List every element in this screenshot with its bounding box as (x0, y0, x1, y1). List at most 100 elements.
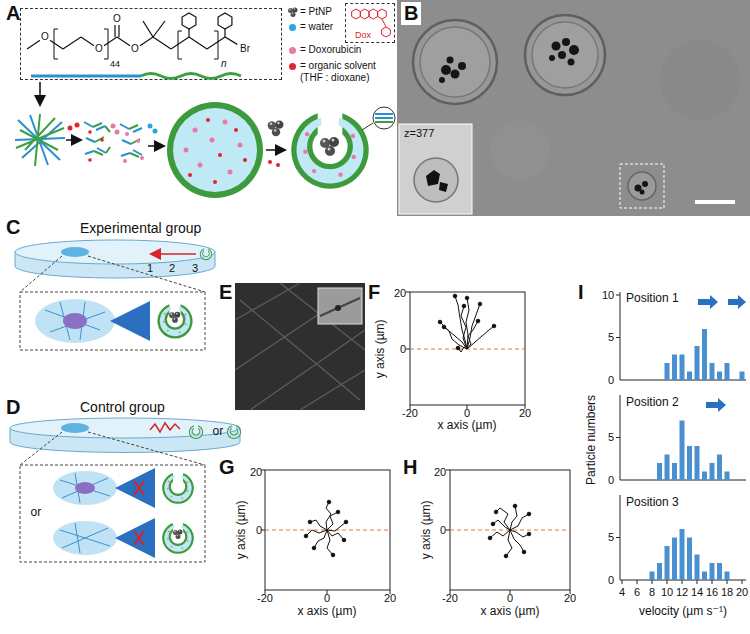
assembly-scheme (268, 160, 272, 164)
assembly-scheme (120, 124, 142, 157)
trajectory-plot (406, 292, 525, 409)
bond-line (188, 29, 189, 37)
assembly-scheme (206, 118, 210, 122)
cryo-tem-image (568, 59, 575, 66)
assembly-scheme (362, 123, 373, 130)
tick-label: 4 (619, 586, 625, 599)
trajectory-plot (506, 530, 512, 556)
bond-line (50, 40, 63, 49)
assembly-scheme (15, 82, 395, 198)
dox-sugar (382, 27, 391, 37)
tick-label: 0 (400, 343, 406, 356)
velocity-histogram (710, 363, 715, 380)
assembly-scheme (213, 180, 217, 184)
trajectory-end (494, 510, 498, 514)
control-dish (20, 465, 205, 562)
bond-line (153, 37, 171, 49)
dox-rings (352, 9, 387, 19)
assembly-scheme (148, 124, 153, 129)
cryo-tem-image (439, 57, 466, 84)
velocity-histogram (680, 421, 685, 481)
trajectory-plot (493, 520, 510, 530)
legend-swatch (289, 63, 296, 70)
control-dish (53, 521, 117, 555)
legend-text: = PtNP (300, 6, 342, 18)
assembly-scheme (210, 138, 215, 143)
trajectory-end (312, 546, 316, 550)
trajectory-plot (438, 294, 496, 352)
trajectory-plot (466, 298, 469, 349)
trajectory-end (513, 504, 517, 508)
velocity-histogram (725, 572, 730, 581)
axis-label: x axis (µm) (438, 419, 497, 433)
bond-line (171, 37, 189, 49)
tick-label: 20 (564, 592, 576, 605)
assembly-scheme (238, 143, 243, 148)
experimental-dish (20, 256, 62, 292)
trajectory-end (491, 522, 495, 526)
tick-label: 6 (634, 586, 640, 599)
trajectory-end (465, 296, 469, 300)
assembly-scheme (291, 113, 368, 188)
assembly-scheme (167, 102, 263, 198)
experimental-dish (157, 304, 192, 338)
assembly-scheme (136, 139, 140, 143)
tick-label: 0 (324, 592, 330, 605)
assembly-scheme (218, 153, 222, 157)
atom-label: O (131, 43, 139, 55)
cryo-tem-image (420, 27, 490, 97)
drug-structure-box: Dox (345, 3, 395, 43)
tick-label: 0 (256, 524, 262, 537)
trajectory-end (331, 553, 335, 557)
control-dish (173, 530, 183, 540)
legend-text: = Doxorubicin (300, 44, 394, 56)
tick-label: 20 (250, 466, 262, 479)
control-dish (61, 423, 89, 433)
assembly-scheme (234, 128, 238, 132)
trajectory-end (522, 550, 526, 554)
tick-label: 5 (608, 331, 614, 344)
cryo-tem-image (569, 45, 579, 55)
assembly-scheme (268, 121, 284, 137)
assembly-scheme (123, 159, 127, 163)
control-dish (10, 418, 241, 562)
trajectory-plot (261, 470, 390, 594)
cryo-tem-image (525, 15, 605, 95)
microscope-image (318, 288, 362, 324)
peg-block (31, 75, 141, 78)
tick-label: 20 (434, 466, 446, 479)
conjunction-label: or (213, 425, 224, 439)
assembly-scheme (148, 145, 163, 147)
trajectory-end (442, 325, 446, 329)
axis-label: x axis (µm) (298, 605, 357, 619)
bond-line (207, 37, 225, 49)
cryo-tem-image (439, 182, 448, 192)
cryo-tem-image (397, 0, 750, 216)
velocity-histogram (672, 355, 677, 381)
atom-label: O (95, 43, 103, 55)
experimental-dish (35, 299, 115, 343)
trajectory-plot (446, 470, 570, 594)
control-dish (20, 432, 62, 465)
experimental-dish (169, 312, 180, 323)
cryo-tem-image (660, 40, 740, 120)
legend-icon (287, 6, 299, 18)
panel-letter: D (6, 396, 20, 419)
bond-line (153, 21, 165, 37)
panel-letter: I (578, 281, 584, 304)
cryo-tem-image (414, 158, 458, 202)
bond-line (117, 37, 130, 46)
tick-label: 10 (661, 586, 673, 599)
cryo-tem-image (620, 164, 664, 208)
cryo-tem-image (558, 51, 566, 59)
trajectory-plot (450, 470, 570, 590)
assembly-scheme (129, 125, 140, 157)
assembly-scheme (184, 120, 243, 175)
cryo-tem-image (549, 55, 555, 61)
assembly-scheme (125, 132, 129, 136)
tick-label: 0 (608, 474, 614, 487)
assembly-scheme (373, 107, 395, 129)
cryo-tem-image (552, 42, 561, 51)
tick-label: -20 (402, 407, 418, 420)
trajectory-plot (265, 470, 390, 590)
